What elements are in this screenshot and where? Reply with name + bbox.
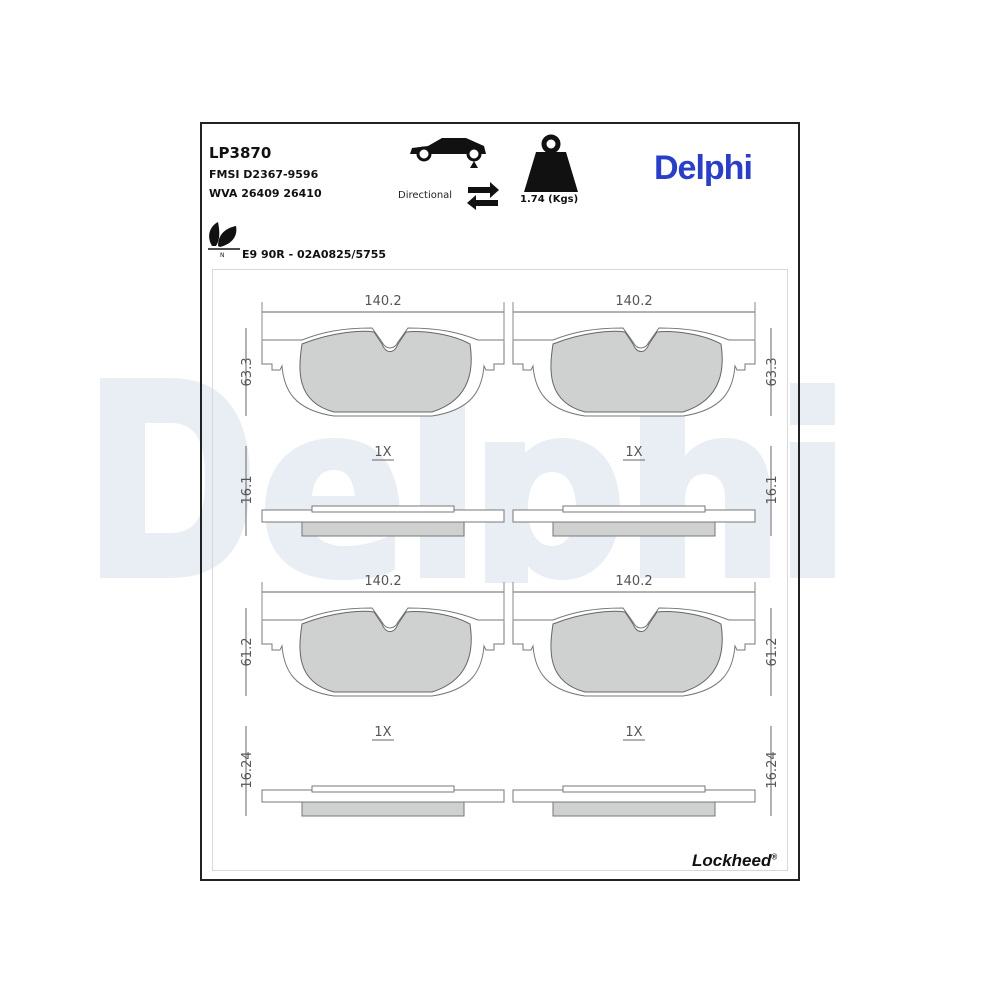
pad-group: 140.263.316.11X140.263.316.11X140.261.21… bbox=[240, 294, 780, 817]
thickness-label: 16.24 bbox=[240, 751, 255, 788]
height-label: 61.2 bbox=[765, 638, 780, 667]
width-label: 140.2 bbox=[364, 574, 401, 589]
quantity-label: 1X bbox=[625, 725, 642, 740]
product-sheet: LP3870 FMSI D2367-9596 WVA 26409 26410 E… bbox=[200, 122, 800, 881]
lockheed-logo: Lockheed® bbox=[692, 851, 778, 870]
pad-front-view bbox=[261, 607, 505, 697]
width-label: 140.2 bbox=[364, 294, 401, 309]
width-label: 140.2 bbox=[615, 574, 652, 589]
pad-side-view bbox=[261, 785, 505, 817]
width-label: 140.2 bbox=[615, 294, 652, 309]
thickness-label: 16.1 bbox=[240, 476, 255, 505]
pad-drawings: 140.263.316.11X140.263.316.11X140.261.21… bbox=[240, 294, 780, 817]
part-number: LP3870 bbox=[209, 144, 272, 162]
thickness-label: 16.24 bbox=[765, 751, 780, 788]
height-label: 63.3 bbox=[765, 358, 780, 387]
pad-front-view bbox=[512, 607, 756, 697]
pad-side-view bbox=[512, 785, 756, 817]
quantity-label: 1X bbox=[625, 445, 642, 460]
quantity-label: 1X bbox=[374, 725, 391, 740]
thickness-label: 16.1 bbox=[765, 476, 780, 505]
car-rear-axle-icon bbox=[410, 138, 486, 168]
directional-label: Directional bbox=[398, 190, 453, 201]
pad-side-view bbox=[512, 505, 756, 537]
height-label: 63.3 bbox=[240, 358, 255, 387]
directional-arrows-icon bbox=[467, 182, 499, 210]
height-label: 61.2 bbox=[240, 638, 255, 667]
weight-value: 1.74 (Kgs) bbox=[520, 194, 579, 205]
approval-code: E9 90R - 02A0825/5755 bbox=[242, 248, 387, 261]
pad-front-view bbox=[512, 327, 756, 417]
wva-code: WVA 26409 26410 bbox=[209, 187, 322, 200]
quantity-label: 1X bbox=[374, 445, 391, 460]
delphi-logo: Delphi bbox=[654, 149, 753, 187]
pad-front-view bbox=[261, 327, 505, 417]
pad-2: 140.2 63.3 16.1 1X bbox=[512, 294, 780, 537]
fmsi-code: FMSI D2367-9596 bbox=[209, 168, 319, 181]
pad-side-view bbox=[261, 505, 505, 537]
pad-3: 140.2 61.2 16.24 1X bbox=[240, 574, 505, 817]
weight-icon bbox=[524, 134, 578, 192]
pad-1: 140.2 63.3 16.1 1X bbox=[240, 294, 505, 537]
svg-text:N: N bbox=[220, 252, 225, 258]
eco-leaf-icon: N bbox=[208, 222, 240, 258]
pad-4: 140.2 61.2 16.24 1X bbox=[512, 574, 780, 817]
